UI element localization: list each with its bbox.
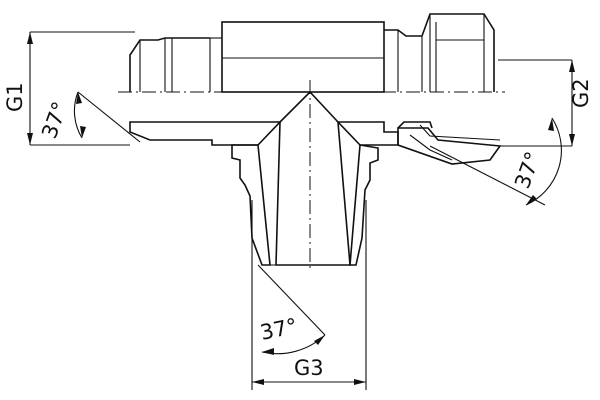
bottom-angle-label: 37°	[258, 314, 299, 345]
tee-body	[210, 21, 385, 93]
left-angle-dimension	[73, 91, 141, 143]
right-angle-dimension	[429, 117, 562, 206]
g3-dimension	[251, 200, 367, 390]
nut-section	[397, 121, 502, 165]
sectioned-body	[129, 90, 399, 266]
g2-dimension	[498, 59, 575, 147]
left-angle-label: 37°	[37, 99, 72, 142]
g2-label: G2	[569, 78, 593, 108]
g1-label: G1	[3, 82, 27, 112]
right-swivel-nut	[384, 13, 495, 92]
g1-dimension	[27, 31, 135, 146]
g3-label: G3	[294, 356, 324, 380]
bottom-angle-dimension	[257, 264, 326, 355]
left-flare-end	[129, 37, 211, 92]
right-angle-label: 37°	[510, 149, 545, 192]
